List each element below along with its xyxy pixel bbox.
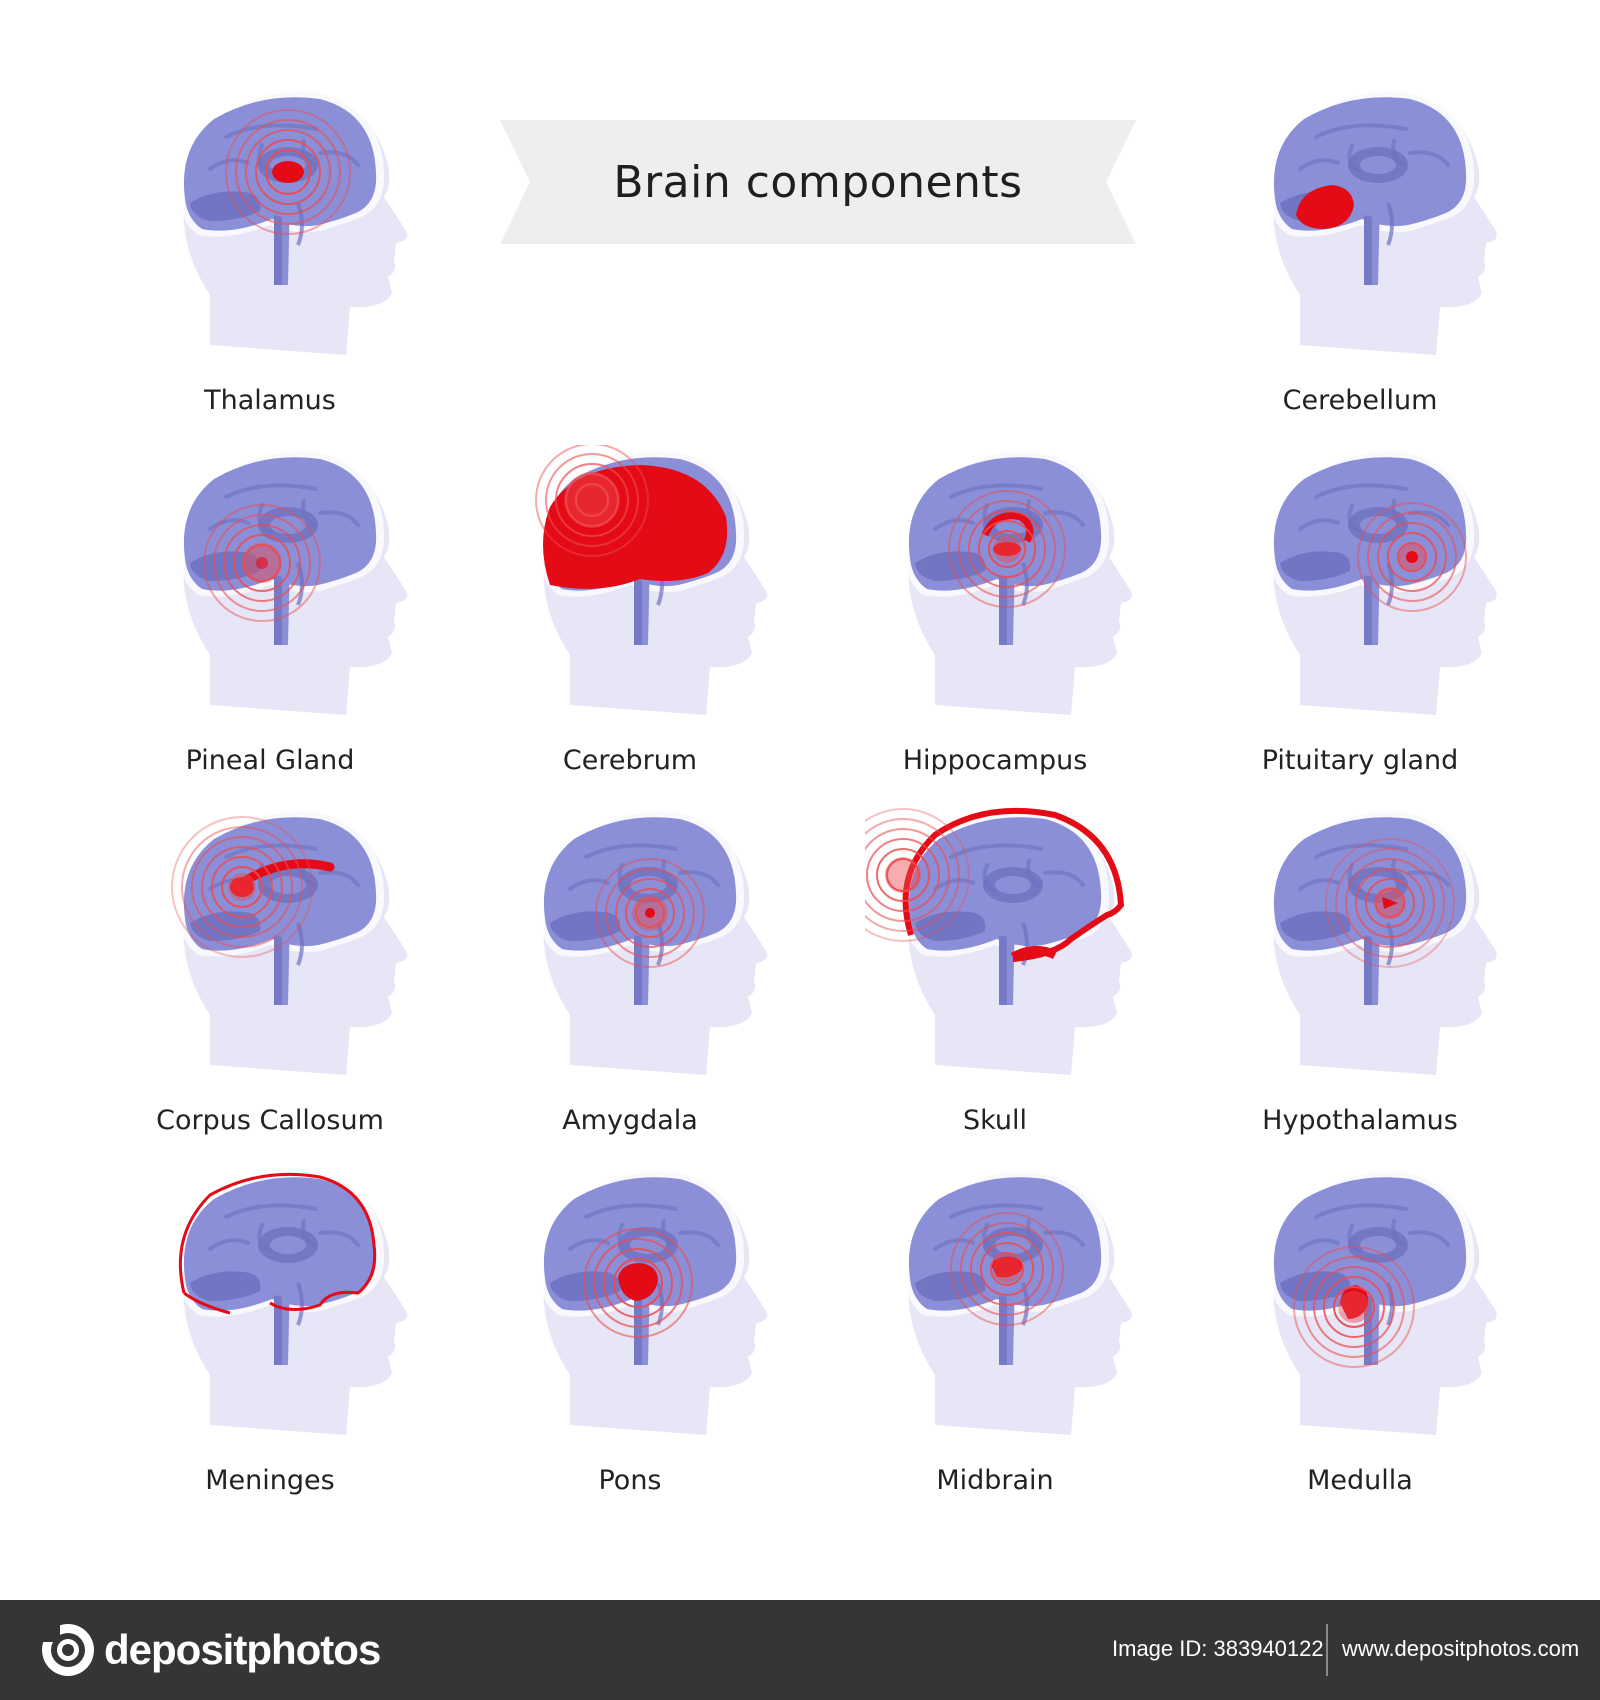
component-cerebrum: Cerebrum — [500, 445, 800, 785]
component-label: Skull — [962, 1105, 1028, 1136]
component-cerebellum: Cerebellum — [1230, 85, 1530, 425]
component-label: Cerebrum — [562, 745, 698, 776]
brain-head-illustration — [535, 445, 767, 715]
component-label: Midbrain — [936, 1465, 1054, 1496]
title-banner: Brain components — [500, 120, 1136, 244]
brain-head-illustration — [1268, 1170, 1497, 1435]
page-title: Brain components — [613, 156, 1023, 208]
brain-head-illustration — [903, 450, 1132, 715]
footer-divider — [1326, 1624, 1328, 1676]
image-id: Image ID: 383940122 — [1112, 1636, 1324, 1661]
component-hypothalamus: Hypothalamus — [1230, 805, 1530, 1145]
component-corpus: Corpus Callosum — [140, 805, 440, 1145]
component-skull: Skull — [865, 805, 1165, 1145]
component-pituitary: Pituitary gland — [1230, 445, 1530, 785]
brain-head-illustration — [865, 808, 1132, 1075]
component-hippocampus: Hippocampus — [865, 445, 1165, 785]
component-pineal: Pineal Gland — [140, 445, 440, 785]
component-thalamus: Thalamus — [140, 85, 440, 425]
brain-head-illustration — [903, 1170, 1132, 1435]
brain-head-illustration — [178, 450, 407, 715]
component-label: Thalamus — [204, 385, 336, 416]
brain-head-illustration — [1268, 810, 1497, 1075]
component-pons: Pons — [500, 1165, 800, 1505]
component-label: Meninges — [205, 1465, 335, 1496]
component-medulla: Medulla — [1230, 1165, 1530, 1505]
component-label: Amygdala — [562, 1105, 698, 1136]
component-label: Hippocampus — [902, 745, 1088, 776]
brain-head-illustration — [171, 810, 407, 1075]
component-label: Corpus Callosum — [156, 1105, 384, 1136]
brain-head-illustration — [538, 810, 767, 1075]
component-label: Hypothalamus — [1262, 1105, 1458, 1136]
component-label: Pons — [598, 1465, 662, 1496]
component-label: Pineal Gland — [185, 745, 355, 776]
footer-bar: depositphotos Image ID: 383940122 www.de… — [0, 1600, 1600, 1700]
camera-logo-icon — [40, 1622, 94, 1676]
component-label: Medulla — [1307, 1465, 1413, 1496]
component-amygdala: Amygdala — [500, 805, 800, 1145]
brain-head-illustration — [1268, 90, 1497, 355]
brain-head-illustration — [1268, 450, 1497, 715]
brand-name: depositphotos — [104, 1626, 381, 1673]
component-meninges: Meninges — [140, 1165, 440, 1505]
site-url: www.depositphotos.com — [1342, 1636, 1580, 1661]
component-midbrain: Midbrain — [865, 1165, 1165, 1505]
brain-head-illustration — [538, 1170, 767, 1435]
brain-head-illustration — [178, 90, 407, 355]
brain-head-illustration — [178, 1170, 407, 1435]
brand-logo: depositphotos — [40, 1622, 381, 1678]
component-label: Pituitary gland — [1261, 745, 1459, 776]
banner-ribbon — [500, 120, 1136, 244]
component-label: Cerebellum — [1282, 385, 1438, 416]
